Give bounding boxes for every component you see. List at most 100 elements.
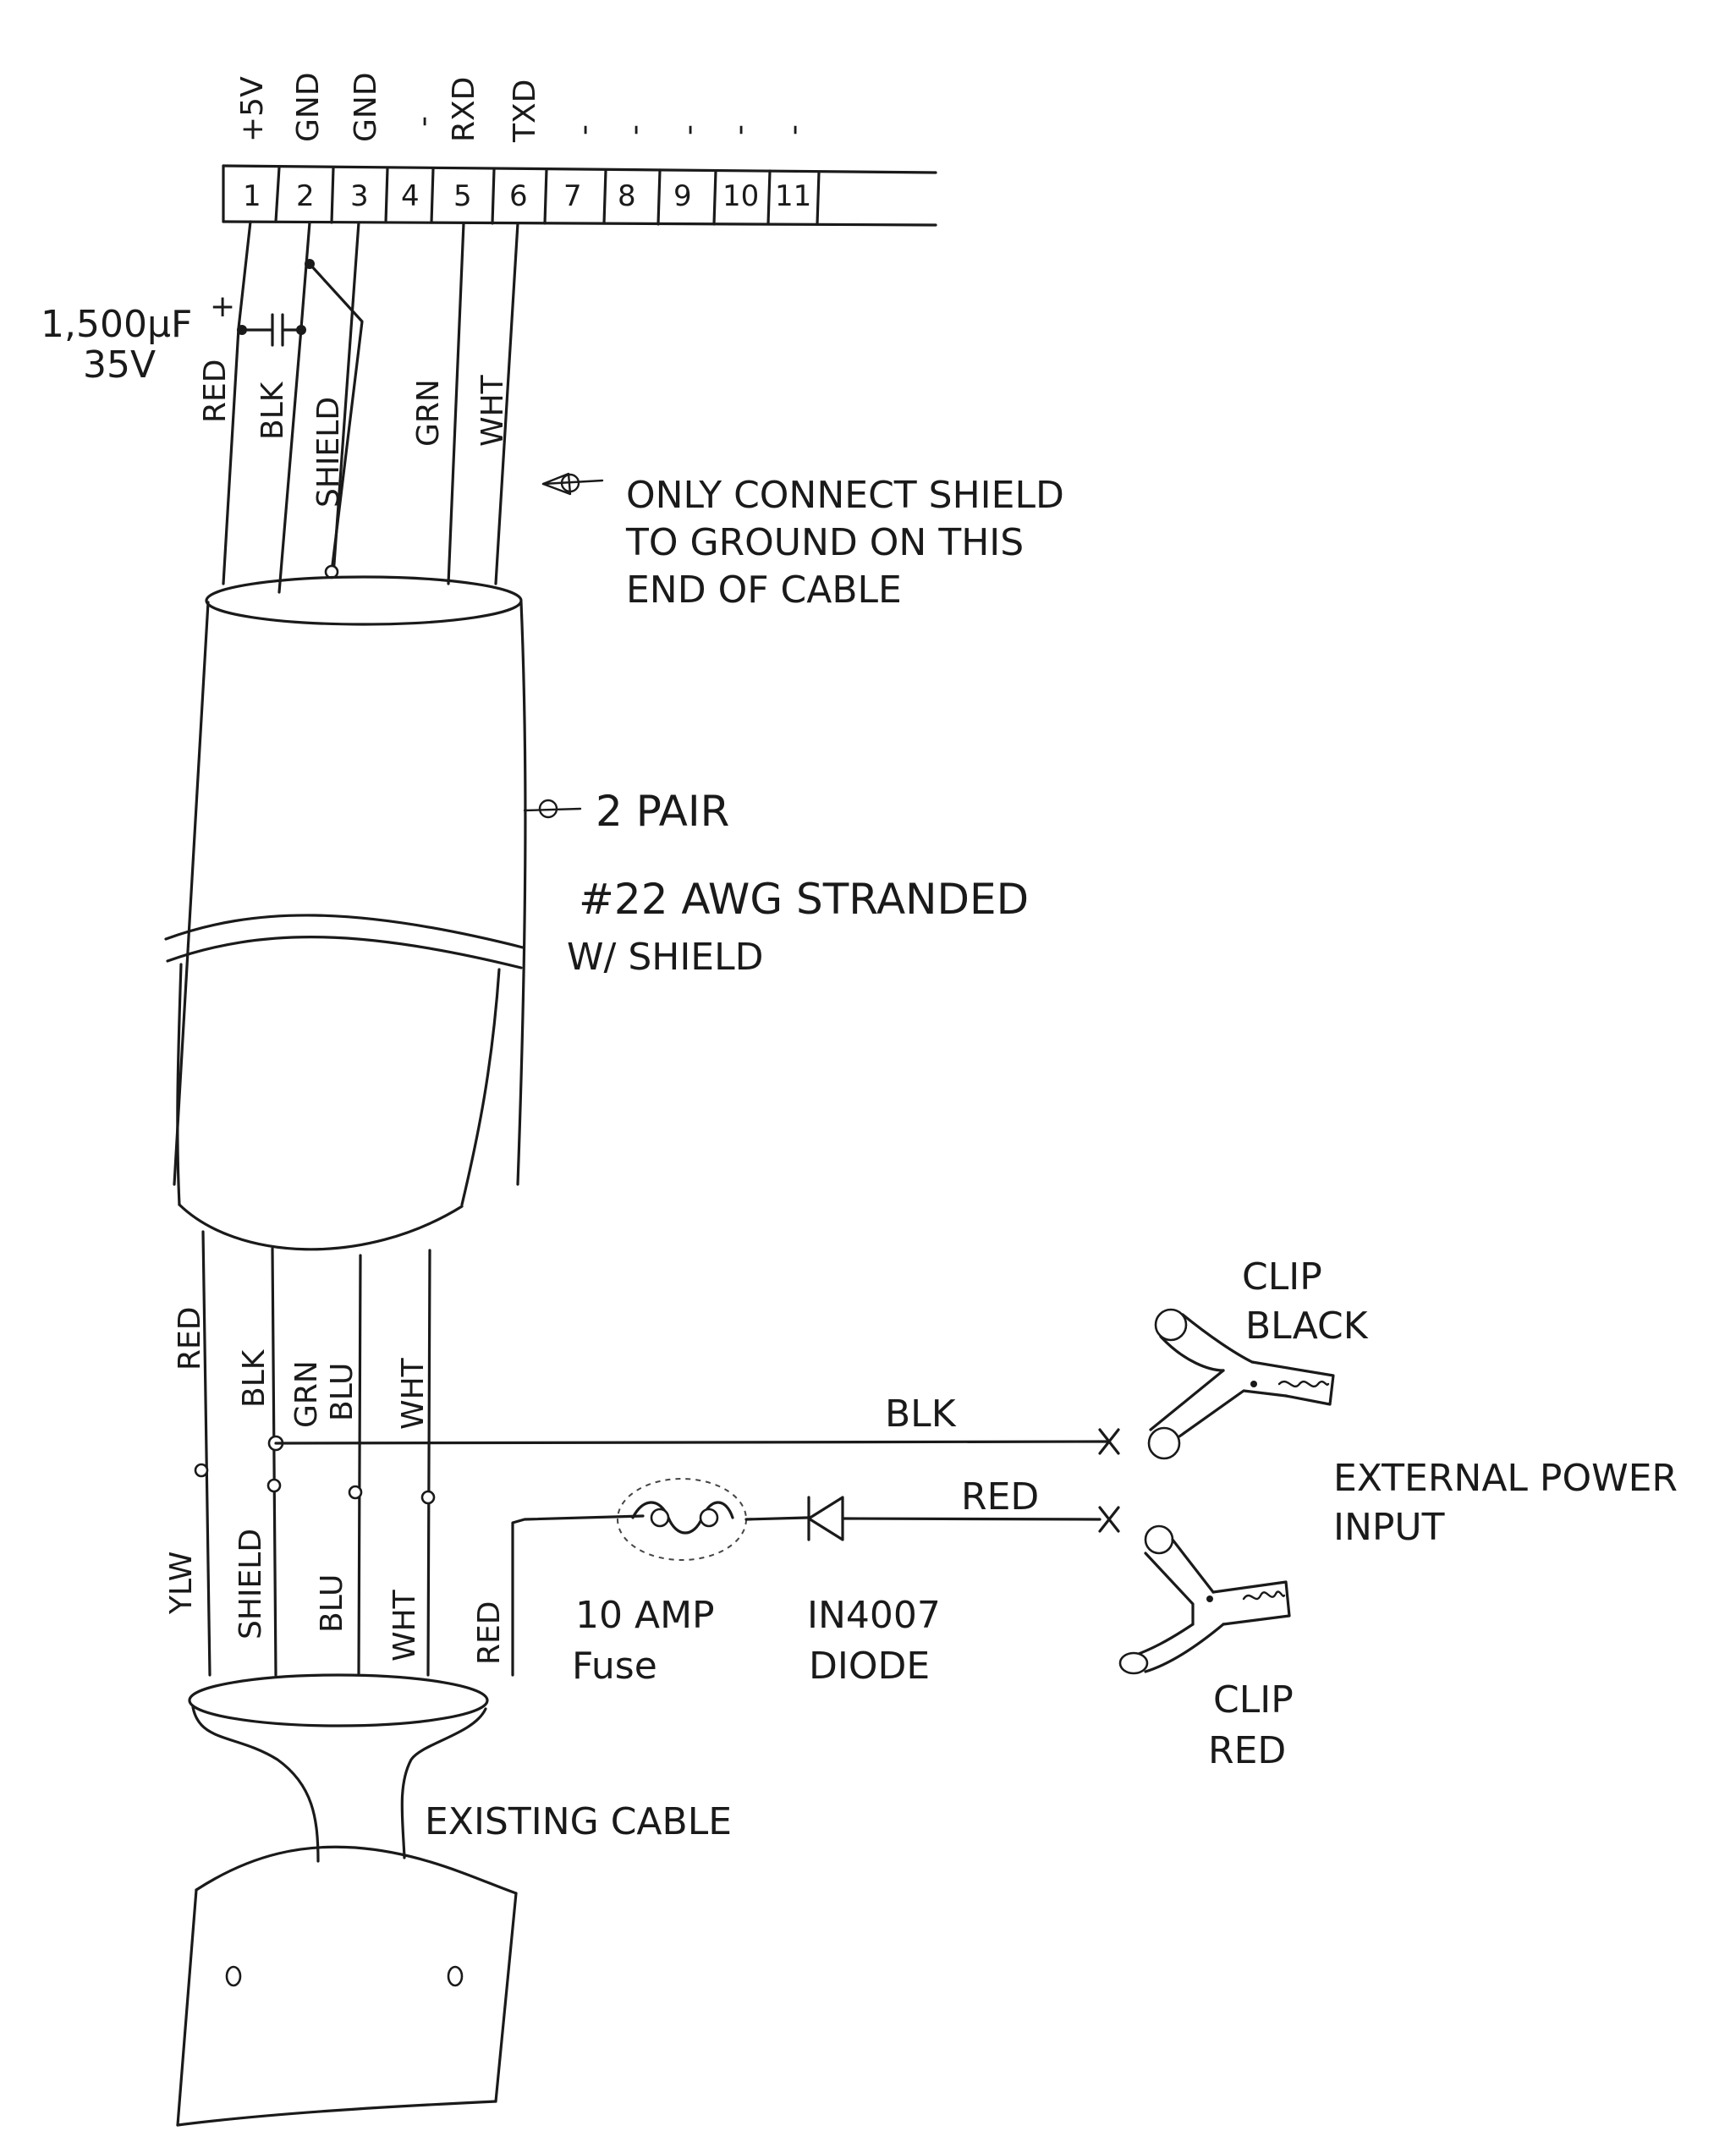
signal-label-3: GND (349, 72, 383, 142)
cable-note: 2 PAIR #22 AWG STRANDED W/ SHIELD (523, 787, 1029, 979)
pin-number-11: 11 (775, 179, 811, 213)
splice-2 (266, 1478, 282, 1493)
clip-black-label-2: BLACK (1245, 1304, 1369, 1348)
signal-label-1: +5V (235, 76, 270, 142)
pin-number-9: 9 (673, 179, 692, 213)
clip-red-jaw (1118, 1651, 1149, 1675)
lower-top-label-red: RED (173, 1307, 207, 1370)
lower-top-label-grn: GRN (289, 1360, 324, 1428)
pin-number-5: 5 (453, 179, 472, 213)
fuse-outline (617, 1478, 747, 1561)
upper-wire-label-blk: BLK (255, 381, 290, 440)
signal-label-4: - (406, 116, 441, 127)
signal-label-2: GND (291, 72, 326, 142)
wire-blk-lower (271, 1247, 277, 1677)
pin-number-1: 1 (243, 179, 261, 213)
clip-red: CLIP RED (1118, 1524, 1294, 1772)
shield-note-line-2: TO GROUND ON THIS (625, 521, 1024, 564)
signal-label-11: - (777, 124, 811, 135)
pin-number-10: 10 (722, 179, 759, 213)
lower-bottom-label-red: RED (472, 1601, 507, 1665)
clip-red-label-1: CLIP (1213, 1678, 1294, 1722)
lower-bottom-label-wht: WHT (387, 1589, 422, 1661)
cable-note-line-3: W/ SHIELD (567, 936, 764, 979)
splice-4 (420, 1490, 436, 1505)
pin-number-2: 2 (296, 179, 315, 213)
lower-top-label-blk: BLK (237, 1348, 272, 1408)
wire-wht-lower (426, 1249, 431, 1677)
lower-top-label-wht: WHT (396, 1357, 431, 1430)
mounting-hole-right (447, 1965, 464, 1987)
signal-label-6: TXD (508, 80, 542, 143)
external-power-label-1: EXTERNAL POWER (1333, 1457, 1678, 1500)
fuse-label-1: 10 AMP (575, 1594, 715, 1637)
lower-top-label-blu: BLU (325, 1363, 360, 1421)
shield-note-line-1: ONLY CONNECT SHIELD (626, 474, 1064, 517)
wire-blk-power (274, 1440, 1110, 1445)
upper-wires (222, 220, 519, 594)
signal-labels: +5V GND GND - RXD TXD - - - - - (235, 72, 811, 143)
signal-label-5: RXD (447, 77, 481, 142)
blk-wire-label: BLK (885, 1392, 957, 1436)
signal-label-9: - (672, 124, 706, 135)
shield-note-line-3: END OF CABLE (626, 568, 902, 612)
capacitor: + 1,500μF 35V (41, 289, 303, 387)
pin-number-3: 3 (350, 179, 369, 213)
wire-red-lower (201, 1230, 212, 1677)
clip-red-terminal (1144, 1524, 1174, 1555)
existing-cable: EXISTING CABLE (176, 1673, 732, 2127)
wire-red-feed (511, 1514, 645, 1677)
shield-note: ONLY CONNECT SHIELD TO GROUND ON THIS EN… (541, 472, 1064, 612)
existing-cable-label: EXISTING CABLE (425, 1800, 732, 1843)
splice-1 (194, 1463, 209, 1478)
junction-gnd (305, 259, 315, 269)
pin-number-4: 4 (401, 179, 420, 213)
capacitor-voltage: 35V (83, 343, 156, 387)
upper-wire-label-wht: WHT (475, 374, 510, 447)
splice-3 (348, 1485, 363, 1500)
capacitor-polarity: + (210, 289, 235, 324)
shielded-cable (164, 575, 527, 1251)
upper-wire-labels: RED BLK SHIELD GRN WHT (198, 360, 510, 508)
connector-block (222, 164, 937, 227)
signal-label-10: - (722, 124, 757, 135)
fuse-label-2: Fuse (572, 1645, 657, 1688)
diode-icon (807, 1496, 844, 1541)
fuse-icon (631, 1501, 734, 1535)
upper-wire-label-shield: SHIELD (311, 397, 346, 508)
diode-label-1: IN4007 (807, 1594, 941, 1637)
capacitor-value: 1,500μF (41, 303, 192, 346)
lower-wire-labels-top: RED BLK GRN BLU WHT (173, 1307, 431, 1430)
upper-wire-label-grn: GRN (411, 379, 446, 447)
upper-wire-label-red: RED (198, 360, 233, 423)
clip-black-jaw (1154, 1308, 1188, 1342)
cable-note-line-2: #22 AWG STRANDED (579, 875, 1029, 924)
clip-black-label-1: CLIP (1242, 1255, 1322, 1299)
clip-black: CLIP BLACK (1147, 1255, 1369, 1460)
mounting-hole-left (225, 1965, 242, 1987)
lower-wire-labels-bottom: YLW SHIELD BLU WHT RED (164, 1529, 507, 1665)
power-circuit: BLK 10 AMP Fuse IN4007 DIODE RED (274, 1392, 1120, 1688)
pin-number-8: 8 (618, 179, 636, 213)
wire-shield-drain (308, 262, 364, 574)
lower-bottom-label-ylw: YLW (164, 1552, 199, 1615)
clip-red-label-2: RED (1208, 1729, 1286, 1772)
pin-numbers: 1 2 3 4 5 6 7 8 9 10 11 (243, 179, 811, 213)
cable-note-line-1: 2 PAIR (596, 787, 729, 836)
lower-bottom-label-blu: BLU (315, 1574, 349, 1633)
signal-label-8: - (618, 124, 652, 135)
pin-number-6: 6 (509, 179, 528, 213)
diode-label-2: DIODE (809, 1645, 930, 1688)
wire-grn-upper (447, 222, 465, 585)
pin-number-7: 7 (563, 179, 582, 213)
external-power-note: EXTERNAL POWER INPUT (1333, 1457, 1678, 1549)
lower-wires (194, 1230, 645, 1677)
wire-grn-lower (357, 1254, 362, 1677)
lower-bottom-label-shield: SHIELD (233, 1529, 268, 1639)
clip-black-terminal (1147, 1426, 1181, 1460)
red-wire-label: RED (961, 1475, 1039, 1519)
wire-wht-upper (494, 222, 519, 585)
signal-label-7: - (567, 124, 602, 135)
